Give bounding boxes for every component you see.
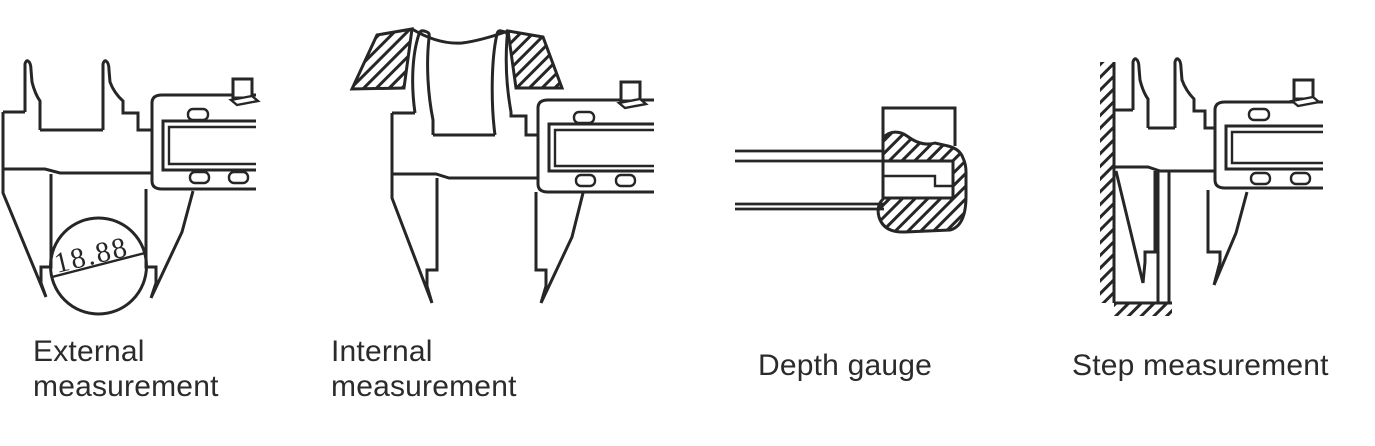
- caption-internal: Internal measurement: [331, 334, 517, 404]
- slider-body-fill: [152, 95, 256, 189]
- workpiece-block: [881, 106, 957, 146]
- caption-external-line2: measurement: [33, 370, 219, 403]
- caption-step: Step measurement: [1072, 348, 1329, 383]
- thumb-roller: [619, 80, 642, 103]
- step-measuring-bar: [1156, 171, 1171, 303]
- caption-external-line1: External: [33, 335, 145, 368]
- display-button: [614, 173, 637, 188]
- slider-body-fill: [1215, 102, 1323, 188]
- caliper-lower-jaw-movable: [144, 189, 195, 299]
- depth-rod: [884, 174, 953, 188]
- workpiece-section-right: [506, 29, 565, 90]
- display-button: [1249, 171, 1272, 186]
- diameter-chord: [51, 251, 146, 279]
- display-window: [161, 119, 256, 172]
- display-button: [227, 170, 250, 185]
- caliper-upper-jaws: [1, 59, 152, 175]
- display-screen: [553, 128, 654, 168]
- display-button: [574, 173, 597, 188]
- caliper-reading: 18.88: [51, 231, 132, 280]
- caption-depth: Depth gauge: [758, 348, 932, 383]
- workpiece-section-left: [349, 27, 414, 91]
- wall-hatching: [1100, 62, 1114, 303]
- round-workpiece: [49, 216, 148, 316]
- thumb-roller-wedge: [1289, 95, 1322, 108]
- panel-depth-drawing: [735, 106, 968, 234]
- workpiece-section-hatched: [876, 130, 968, 234]
- caliper-upper-jaws: [390, 29, 538, 180]
- panel-internal-drawing: [349, 27, 654, 304]
- display-screen: [1230, 130, 1323, 165]
- display-button: [1289, 171, 1312, 186]
- caliper-lower-jaw-movable: [534, 192, 585, 304]
- caliper-lower-jaw-movable: [1206, 190, 1249, 286]
- display-window: [1224, 124, 1323, 171]
- thumb-roller: [231, 77, 254, 100]
- display-screen: [167, 125, 256, 166]
- thumb-roller: [1292, 78, 1315, 101]
- slider-body: [1213, 100, 1323, 190]
- slider-body: [536, 98, 654, 194]
- panel-step-drawing: [1100, 57, 1323, 316]
- display-window: [547, 122, 654, 173]
- caption-depth-text: Depth gauge: [758, 349, 933, 382]
- thumb-roller-wedge: [228, 94, 261, 107]
- display-button: [186, 107, 210, 122]
- display-button: [1247, 107, 1271, 122]
- caliper-lower-jaw-fixed: [1114, 170, 1157, 284]
- caption-external: External measurement: [33, 334, 219, 404]
- display-button: [572, 110, 596, 125]
- display-button: [188, 170, 211, 185]
- caliper-lower-jaw-fixed: [390, 174, 439, 304]
- caliper-upper-jaws: [1114, 57, 1215, 173]
- panel-external-drawing: 18.88: [1, 59, 261, 316]
- thumb-roller-wedge: [616, 97, 649, 110]
- caption-internal-line2: measurement: [331, 370, 517, 403]
- caption-internal-line1: Internal: [331, 335, 433, 368]
- beam-rails: [735, 149, 953, 211]
- slider-body: [150, 93, 256, 191]
- floor-hatching: [1114, 303, 1172, 316]
- caption-step-text: Step measurement: [1072, 349, 1329, 382]
- caliper-lower-jaw-fixed: [1, 169, 53, 298]
